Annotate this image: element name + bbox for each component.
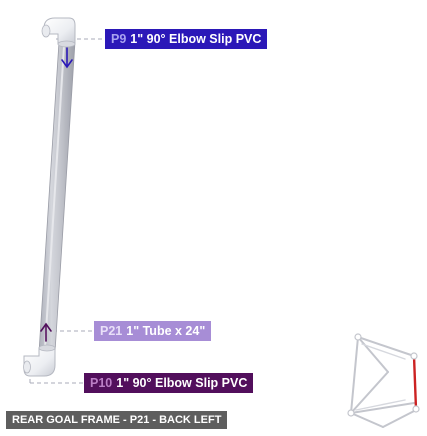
up-arrow-icon	[40, 322, 52, 342]
frame-thumbnail	[347, 333, 420, 428]
assembly-caption: REAR GOAL FRAME - P21 - BACK LEFT	[6, 411, 228, 429]
tube-highlight	[44, 45, 65, 349]
part-code-p10: P10	[90, 376, 113, 390]
part-name-p9: 1" 90° Elbow Slip PVC	[130, 32, 262, 46]
elbow-p9	[41, 17, 76, 48]
part-code-p21: P21	[100, 324, 123, 338]
elbow-p10	[23, 344, 56, 377]
down-arrow-icon	[61, 47, 73, 69]
part-name-p10: 1" 90° Elbow Slip PVC	[116, 376, 248, 390]
tube-p21	[38, 41, 76, 353]
part-code-p9: P9	[111, 32, 127, 46]
highlighted-tube-p21	[412, 354, 418, 411]
part-name-p21: 1" Tube x 24"	[126, 324, 206, 338]
